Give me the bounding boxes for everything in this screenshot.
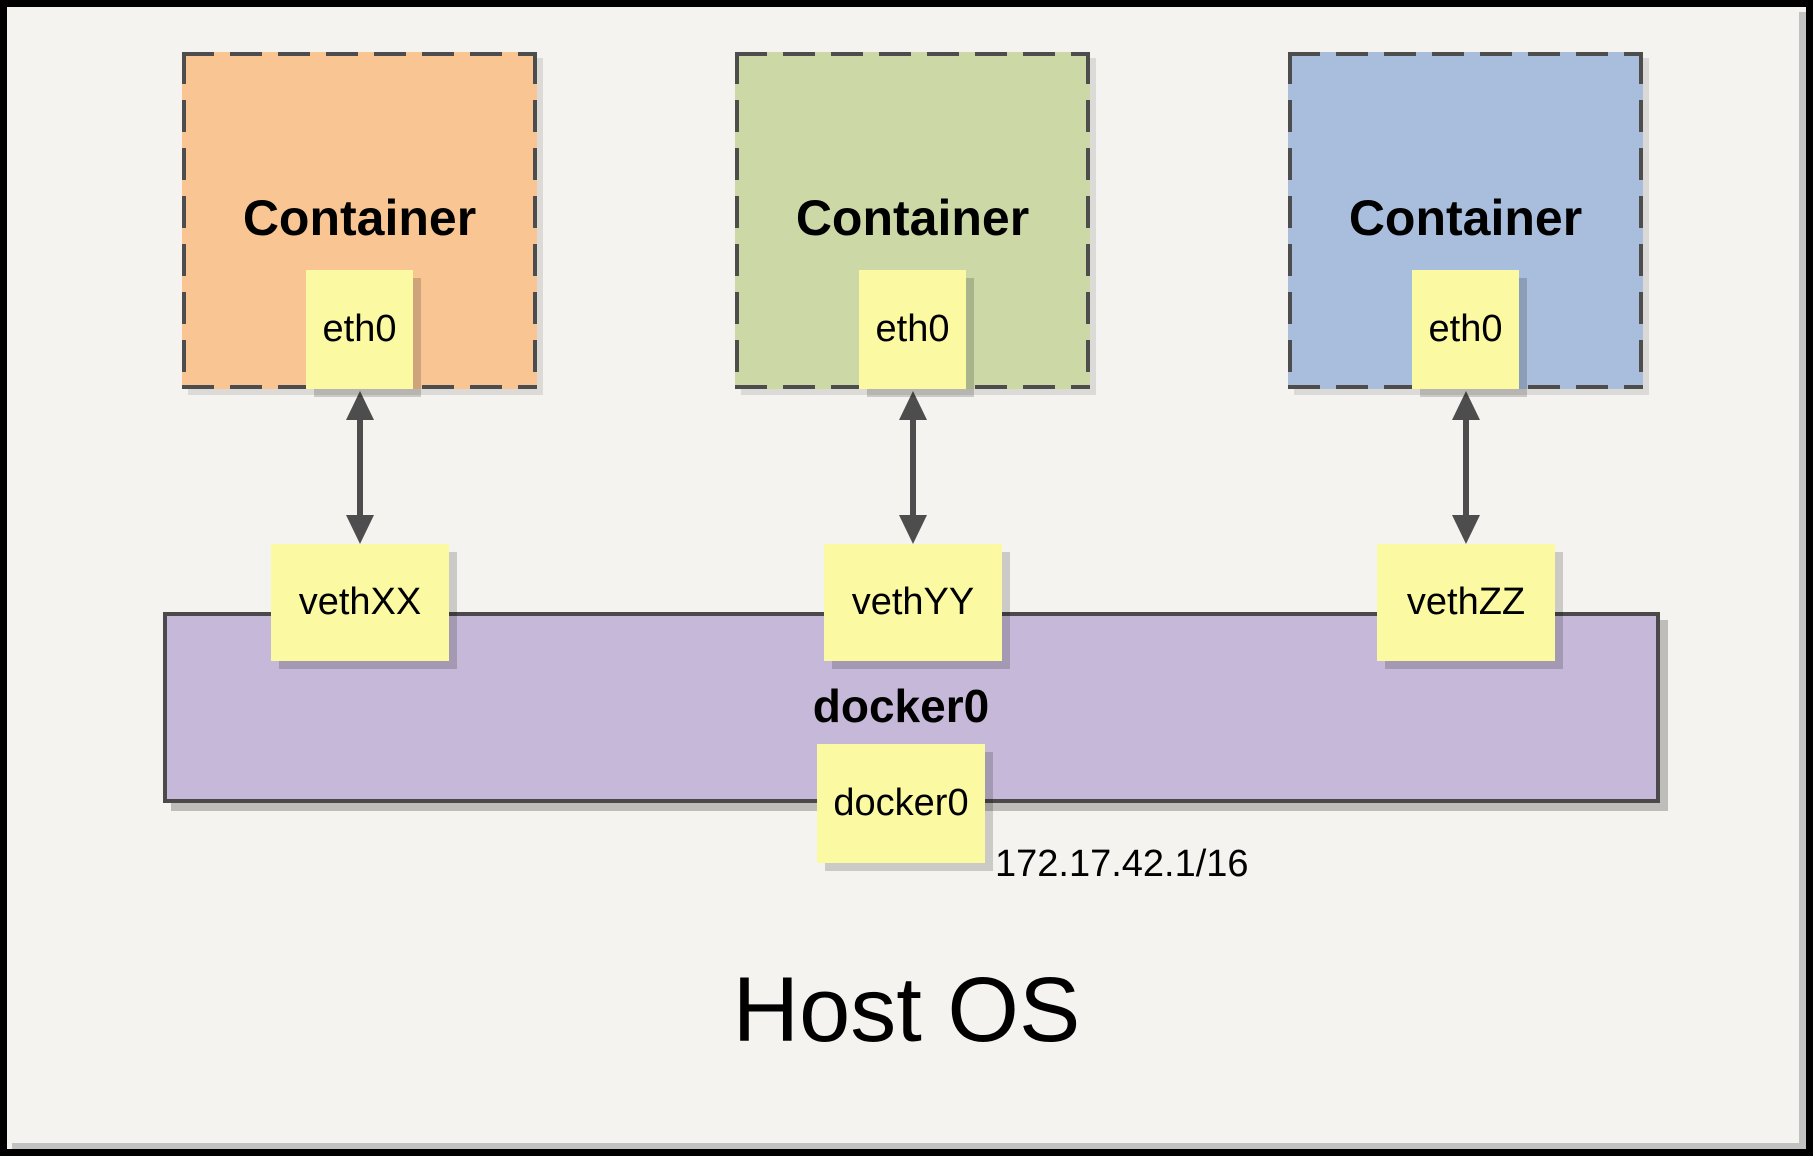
- double-arrow-icon-1: [346, 391, 374, 544]
- docker0-interface-box: docker0: [817, 744, 985, 863]
- page-shadow-bottom: [12, 1143, 1808, 1152]
- page-shadow-right: [1799, 12, 1808, 1153]
- docker0-bridge-label: docker0: [812, 680, 990, 732]
- double-arrow-icon-2: [899, 391, 927, 544]
- double-arrow-icon-3: [1452, 391, 1480, 544]
- bridge-ip-address: 172.17.42.1/16: [995, 843, 1249, 885]
- veth-interface-box-1: vethXX: [271, 544, 449, 661]
- container-label-3: Container: [1348, 189, 1583, 246]
- eth0-interface-box-3: eth0: [1412, 270, 1519, 389]
- host-os-title: Host OS: [732, 959, 1081, 1061]
- eth0-interface-box-1: eth0: [306, 270, 413, 389]
- container-label-2: Container: [795, 189, 1030, 246]
- veth-interface-box-3: vethZZ: [1377, 544, 1555, 661]
- veth-interface-box-2: vethYY: [824, 544, 1002, 661]
- container-label-1: Container: [242, 189, 477, 246]
- eth0-interface-box-2: eth0: [859, 270, 966, 389]
